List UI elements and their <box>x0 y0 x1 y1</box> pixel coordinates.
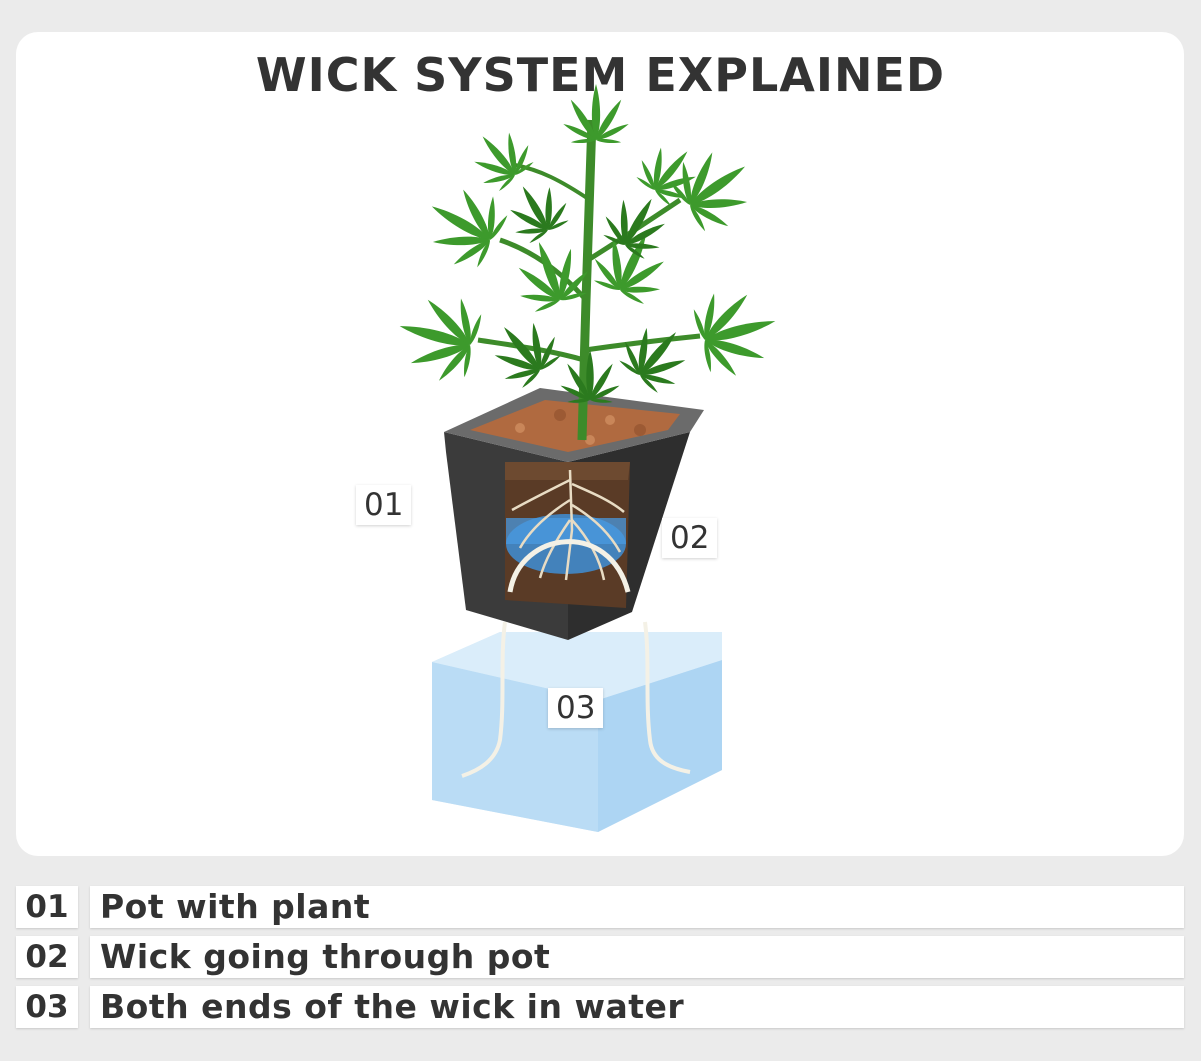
legend-item-02: 02 Wick going through pot <box>16 936 1184 978</box>
pot-icon <box>444 388 704 640</box>
wick-icon <box>461 621 691 778</box>
callout-02: 02 <box>662 518 718 558</box>
callout-01: 01 <box>356 485 412 525</box>
roots-icon <box>511 469 625 581</box>
legend-text: Both ends of the wick in water <box>90 986 1184 1028</box>
cannabis-plant-icon <box>388 84 786 441</box>
diagram-title: WICK SYSTEM EXPLAINED <box>255 48 946 102</box>
legend-number: 03 <box>16 986 78 1028</box>
legend-number: 02 <box>16 936 78 978</box>
water-reservoir-icon <box>432 632 722 832</box>
legend-number: 01 <box>16 886 78 928</box>
legend-item-01: 01 Pot with plant <box>16 886 1184 928</box>
wick-arch <box>507 539 631 593</box>
callout-03: 03 <box>548 688 604 728</box>
legend-text: Wick going through pot <box>90 936 1184 978</box>
legend-text: Pot with plant <box>90 886 1184 928</box>
legend-item-03: 03 Both ends of the wick in water <box>16 986 1184 1028</box>
